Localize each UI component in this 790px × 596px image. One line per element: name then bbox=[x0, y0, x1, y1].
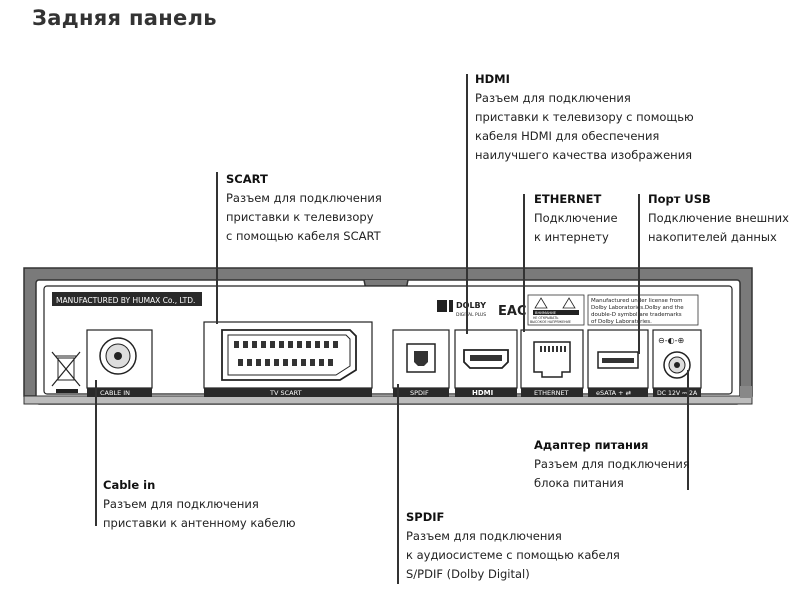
ethernet-port: ETHERNET bbox=[520, 329, 584, 397]
callout-ethernet-line: к интернету bbox=[534, 230, 609, 244]
leader-hdmi bbox=[466, 74, 468, 334]
callout-ethernet-title: ETHERNET bbox=[534, 192, 602, 206]
callout-cable-in-line: Разъем для подключения bbox=[103, 497, 259, 511]
svg-text:of Dolby Laboratories.: of Dolby Laboratories. bbox=[591, 319, 652, 325]
manufacturer-label: MANUFACTURED BY HUMAX Co., LTD. bbox=[56, 296, 195, 305]
device-foot bbox=[740, 386, 752, 398]
leader-scart bbox=[216, 172, 218, 324]
cable-in-label: CABLE IN bbox=[100, 389, 130, 397]
callout-scart: SCART Разъем для подключения приставки к… bbox=[226, 170, 382, 246]
callout-hdmi-title: HDMI bbox=[475, 72, 510, 86]
dolby-logo-text: DOLBY bbox=[456, 301, 486, 310]
callout-scart-line: приставки к телевизору bbox=[226, 210, 374, 224]
callout-power-line: блока питания bbox=[534, 476, 624, 490]
scart-label: TV SCART bbox=[269, 389, 302, 397]
warning-triangle-icon bbox=[562, 297, 576, 309]
callout-spdif-line: к аудиосистеме с помощью кабеля bbox=[406, 548, 620, 562]
dc-power-port: ⊖-◐-⊕ DC 12V ⎓ 2A bbox=[652, 329, 702, 397]
callout-scart-line: Разъем для подключения bbox=[226, 191, 382, 205]
svg-text:ВЫСОКОЕ НАПРЯЖЕНИЕ: ВЫСОКОЕ НАПРЯЖЕНИЕ bbox=[530, 320, 571, 324]
polarity-icon: ⊖-◐-⊕ bbox=[658, 336, 684, 345]
svg-text:double-D symbol are trademarks: double-D symbol are trademarks bbox=[591, 312, 682, 318]
manufacturer-label-bg bbox=[52, 292, 202, 306]
spdif-port: SPDIF bbox=[392, 329, 450, 397]
cable-in-port: CABLE IN bbox=[86, 329, 153, 397]
ethernet-label: ETHERNET bbox=[534, 389, 569, 397]
svg-text:Dolby Laboratories.Dolby and t: Dolby Laboratories.Dolby and the bbox=[591, 305, 684, 311]
svg-text:НЕ ОТКРЫВАТЬ: НЕ ОТКРЫВАТЬ bbox=[533, 316, 558, 320]
warning-triangle-icon bbox=[534, 297, 548, 309]
callout-cable-in-line: приставки к антенному кабелю bbox=[103, 516, 296, 530]
leader-spdif bbox=[397, 384, 399, 584]
callout-usb: Порт USB Подключение внешних накопителей… bbox=[648, 190, 789, 247]
callout-scart-line: с помощью кабеля SCART bbox=[226, 229, 381, 243]
weee-bin-icon bbox=[51, 351, 81, 393]
callout-usb-line: Подключение внешних bbox=[648, 211, 789, 225]
license-label bbox=[587, 294, 699, 326]
hdmi-label: HDMI bbox=[472, 389, 493, 397]
callout-hdmi-line: Разъем для подключения bbox=[475, 91, 631, 105]
callout-spdif-line: Разъем для подключения bbox=[406, 529, 562, 543]
callout-power: Адаптер питания Разъем для подключения б… bbox=[534, 436, 690, 493]
callout-usb-title: Порт USB bbox=[648, 192, 711, 206]
callout-hdmi-line: кабеля HDMI для обеспечения bbox=[475, 129, 660, 143]
dolby-sub-text: DIGITAL PLUS bbox=[456, 312, 486, 318]
leader-ethernet bbox=[523, 194, 525, 332]
leader-cable-in bbox=[95, 380, 97, 526]
hdmi-port: HDMI bbox=[454, 329, 518, 397]
callout-power-title: Адаптер питания bbox=[534, 438, 649, 452]
dc-label: DC 12V ⎓ 2A bbox=[657, 390, 698, 397]
callout-usb-line: накопителей данных bbox=[648, 230, 777, 244]
scart-port: TV SCART bbox=[203, 321, 373, 397]
svg-text:Manufactured under license fro: Manufactured under license from bbox=[591, 298, 682, 304]
callout-ethernet: ETHERNET Подключение к интернету bbox=[534, 190, 618, 247]
svg-text:ВНИМАНИЕ: ВНИМАНИЕ bbox=[535, 311, 557, 315]
dolby-logo-icon bbox=[437, 300, 447, 312]
callout-spdif-title: SPDIF bbox=[406, 510, 445, 524]
usb-label: eSATA + ⇄ bbox=[596, 389, 632, 397]
scart-pins bbox=[234, 341, 338, 366]
callout-cable-in-title: Cable in bbox=[103, 478, 156, 492]
leader-power bbox=[687, 370, 689, 490]
callout-scart-title: SCART bbox=[226, 172, 268, 186]
callout-spdif-line: S/PDIF (Dolby Digital) bbox=[406, 567, 530, 581]
spdif-label: SPDIF bbox=[410, 389, 429, 397]
callout-hdmi-line: приставки к телевизору с помощью bbox=[475, 110, 694, 124]
callout-power-line: Разъем для подключения bbox=[534, 457, 690, 471]
callout-hdmi-line: наилучшего качества изображения bbox=[475, 148, 693, 162]
callout-spdif: SPDIF Разъем для подключения к аудиосист… bbox=[406, 508, 620, 584]
device-base bbox=[23, 395, 753, 405]
callout-hdmi: HDMI Разъем для подключения приставки к … bbox=[475, 70, 694, 165]
page-title: Задняя панель bbox=[32, 6, 217, 30]
callout-ethernet-line: Подключение bbox=[534, 211, 618, 225]
leader-usb bbox=[638, 194, 640, 354]
eac-mark: EAC bbox=[498, 304, 526, 319]
callout-cable-in: Cable in Разъем для подключения приставк… bbox=[103, 476, 296, 533]
